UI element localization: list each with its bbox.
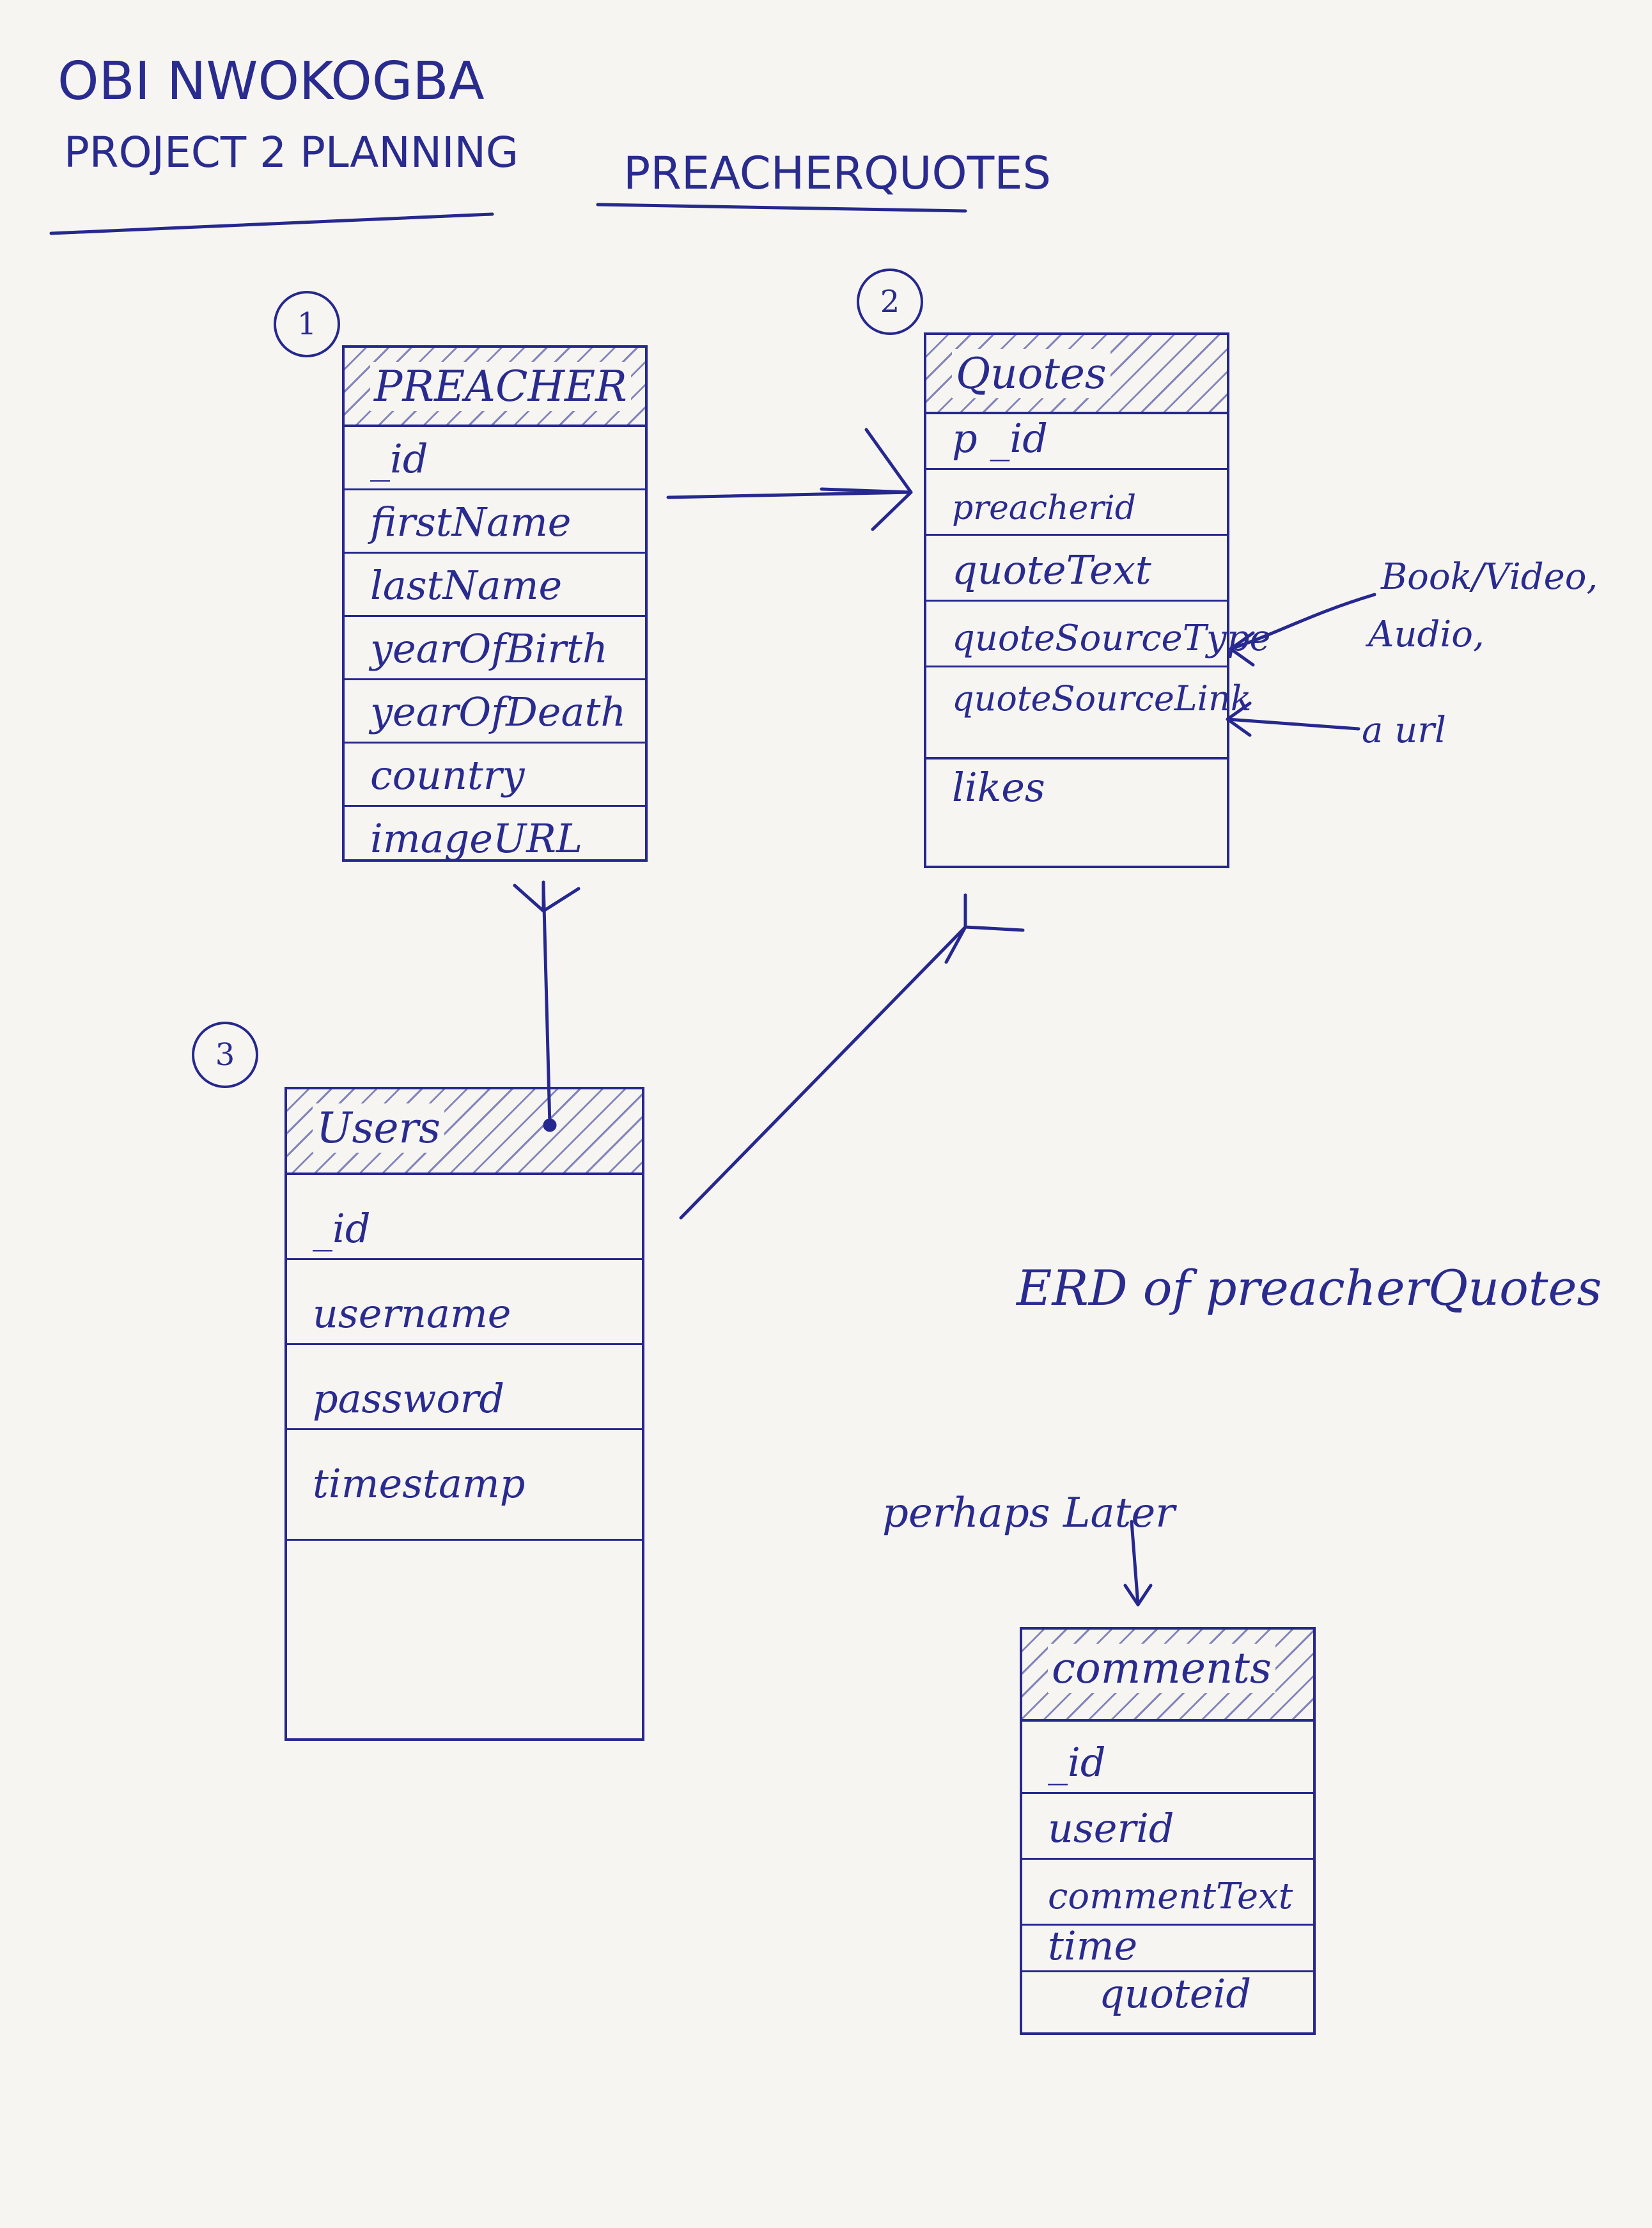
quotes-field: preacherid [926, 470, 1227, 536]
app-title: PREACHERQUOTES [623, 147, 1051, 199]
author-name: OBI NWOKOGBA [58, 51, 485, 112]
crows-foot-preacher-quotes [820, 428, 913, 531]
preacher-field: yearOfBirth [345, 617, 645, 680]
comments-field: time [1022, 1922, 1313, 1972]
comments-field: userid [1022, 1794, 1313, 1860]
header-underline [49, 212, 494, 235]
entity-number-2: 2 [857, 269, 923, 335]
later-note: perhaps Later [882, 1490, 1175, 1537]
preacher-field: country [345, 744, 645, 807]
preacher-field: firstName [345, 490, 645, 554]
crows-foot-preacher-users [513, 880, 581, 913]
preacher-quotes-relation [666, 490, 913, 499]
preacher-field: lastName [345, 554, 645, 617]
users-field: username [287, 1260, 642, 1345]
comments-field: _id [1022, 1722, 1313, 1794]
users-title: Users [313, 1103, 444, 1153]
users-quotes-relation [679, 925, 967, 1220]
quotes-field: quoteSourceType [926, 602, 1271, 667]
comments-field: commentText [1022, 1860, 1313, 1926]
entity-number-1: 1 [274, 291, 340, 357]
quotes-title: Quotes [952, 349, 1110, 398]
users-header: Users [287, 1089, 642, 1175]
comments-header: comments [1022, 1630, 1313, 1722]
preacher-field: _id [345, 427, 645, 490]
preacher-field: yearOfDeath [345, 680, 645, 744]
title-underline [596, 203, 967, 213]
project-subtitle: PROJECT 2 PLANNING [64, 128, 519, 177]
comments-field: quoteid [1099, 1970, 1252, 2017]
users-field: timestamp [287, 1430, 642, 1541]
crows-foot-users-quotes [944, 893, 1025, 964]
source-type-arrow [1229, 593, 1376, 651]
quotes-field: quoteSourceLink [926, 667, 1251, 760]
comments-entity: comments _id userid commentText time quo… [1020, 1627, 1316, 2035]
quotes-header: Quotes [926, 335, 1227, 414]
preacher-title: PREACHER [370, 362, 631, 411]
quotes-field: quoteText [926, 536, 1227, 602]
preacher-field: imageURL [370, 815, 583, 862]
quotes-entity: Quotes p _id preacherid quoteText quoteS… [924, 332, 1271, 868]
erd-caption: ERD of preacherQuotes [1017, 1259, 1602, 1316]
source-link-arrow [1226, 717, 1360, 731]
quotes-likes-field: likes [952, 764, 1045, 811]
preacher-header: PREACHER [345, 348, 645, 427]
later-arrow [1130, 1520, 1140, 1607]
source-type-note-2: Audio, [1368, 614, 1484, 655]
source-link-note: a url [1362, 710, 1446, 751]
comments-title: comments [1048, 1644, 1275, 1693]
preacher-entity: PREACHER _id firstName lastName yearOfBi… [342, 345, 648, 862]
preacher-users-relation [542, 880, 552, 1127]
entity-number-3: 3 [192, 1022, 258, 1088]
quotes-field: p _id [926, 414, 1227, 470]
users-field: _id [287, 1175, 642, 1260]
source-type-note: Book/Video, [1381, 556, 1598, 598]
users-entity: Users _id username password timestamp [284, 1087, 644, 1741]
users-field: password [287, 1345, 642, 1430]
